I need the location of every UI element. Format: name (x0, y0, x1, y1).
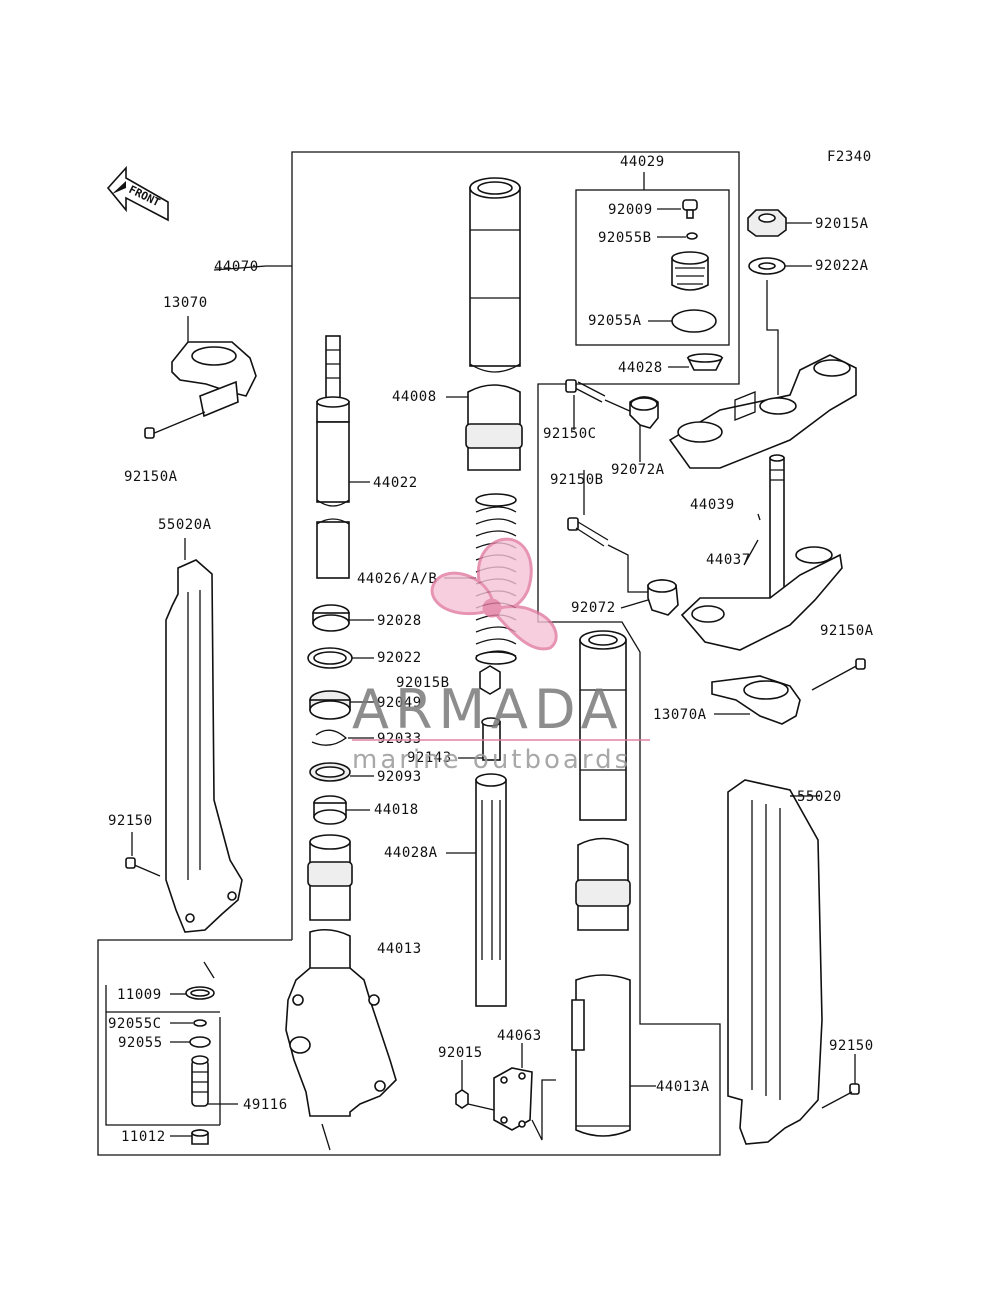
label-92015: 92015 (438, 1045, 483, 1061)
label-44037: 44037 (706, 552, 751, 568)
top-nut-and-washer (747, 209, 812, 395)
right-clamp-13070a (711, 658, 866, 725)
watermark-tagline: marine outboards (352, 745, 631, 775)
label-44029: 44029 (620, 154, 665, 170)
inner-tube-44013a (571, 630, 656, 1137)
label-92150a-right: 92150A (820, 623, 874, 639)
label-44013: 44013 (377, 941, 422, 957)
watermark: ARMADA marine outboards (352, 537, 650, 775)
front-arrow-icon: FRONT (106, 165, 169, 222)
label-92150-right: 92150 (829, 1038, 874, 1054)
fork-cap-parts (648, 199, 724, 371)
label-92150c: 92150C (543, 426, 597, 442)
rod-44028a (446, 665, 507, 1007)
label-44063: 44063 (497, 1028, 542, 1044)
left-clamp-13070 (144, 316, 257, 439)
label-44008: 44008 (392, 389, 437, 405)
label-92028: 92028 (377, 613, 422, 629)
lower-triple-clamp-stem (680, 454, 843, 651)
label-92150a-left: 92150A (124, 469, 178, 485)
label-55020a: 55020A (158, 517, 212, 533)
air-valve-49116 (170, 961, 238, 1145)
label-92015b: 92015B (396, 675, 450, 691)
label-44018: 44018 (374, 802, 419, 818)
label-44013a: 44013A (656, 1079, 710, 1095)
label-44022: 44022 (373, 475, 418, 491)
label-92143: 92143 (407, 750, 452, 766)
left-fork-guard (125, 538, 243, 933)
label-92055a: 92055A (588, 313, 642, 329)
label-92072a: 92072A (611, 462, 665, 478)
label-92072: 92072 (571, 600, 616, 616)
label-44026: 44026/A/B (357, 571, 437, 587)
seal-stack (307, 604, 374, 825)
label-13070: 13070 (163, 295, 208, 311)
bolt-92150b (567, 470, 679, 616)
label-92022: 92022 (377, 650, 422, 666)
part-labels: 44029 92009 92055B 92055A 44028 92015A 9… (108, 154, 874, 1145)
label-92055b: 92055B (598, 230, 652, 246)
leader-lines (213, 265, 820, 797)
label-92150-left: 92150 (108, 813, 153, 829)
label-44028a: 44028A (384, 845, 438, 861)
label-92055c: 92055C (108, 1016, 162, 1032)
label-44070: 44070 (214, 259, 259, 275)
label-92055: 92055 (118, 1035, 163, 1051)
right-fork-guard (727, 779, 860, 1145)
label-11009: 11009 (117, 987, 162, 1003)
axle-clamp-44063 (455, 1043, 556, 1141)
outer-tube-44008 (446, 177, 523, 471)
label-49116: 49116 (243, 1097, 288, 1113)
watermark-brand: ARMADA (352, 678, 624, 741)
bolt-92150c (565, 379, 659, 458)
label-92093: 92093 (377, 769, 422, 785)
group-frames (97, 151, 740, 1156)
label-55020: 55020 (797, 789, 842, 805)
label-92015a: 92015A (815, 216, 869, 232)
inner-tube-44013 (285, 834, 397, 1151)
label-92150b: 92150B (550, 472, 604, 488)
label-44039: 44039 (690, 497, 735, 513)
upper-triple-clamp (668, 354, 857, 469)
propeller-logo-icon (430, 537, 558, 651)
label-44028: 44028 (618, 360, 663, 376)
label-92049: 92049 (377, 695, 422, 711)
label-11012: 11012 (121, 1129, 166, 1145)
label-13070a: 13070A (653, 707, 707, 723)
figure-code: F2340 (827, 149, 872, 165)
label-92022a: 92022A (815, 258, 869, 274)
damper-rod-44022 (316, 335, 370, 579)
label-92009: 92009 (608, 202, 653, 218)
